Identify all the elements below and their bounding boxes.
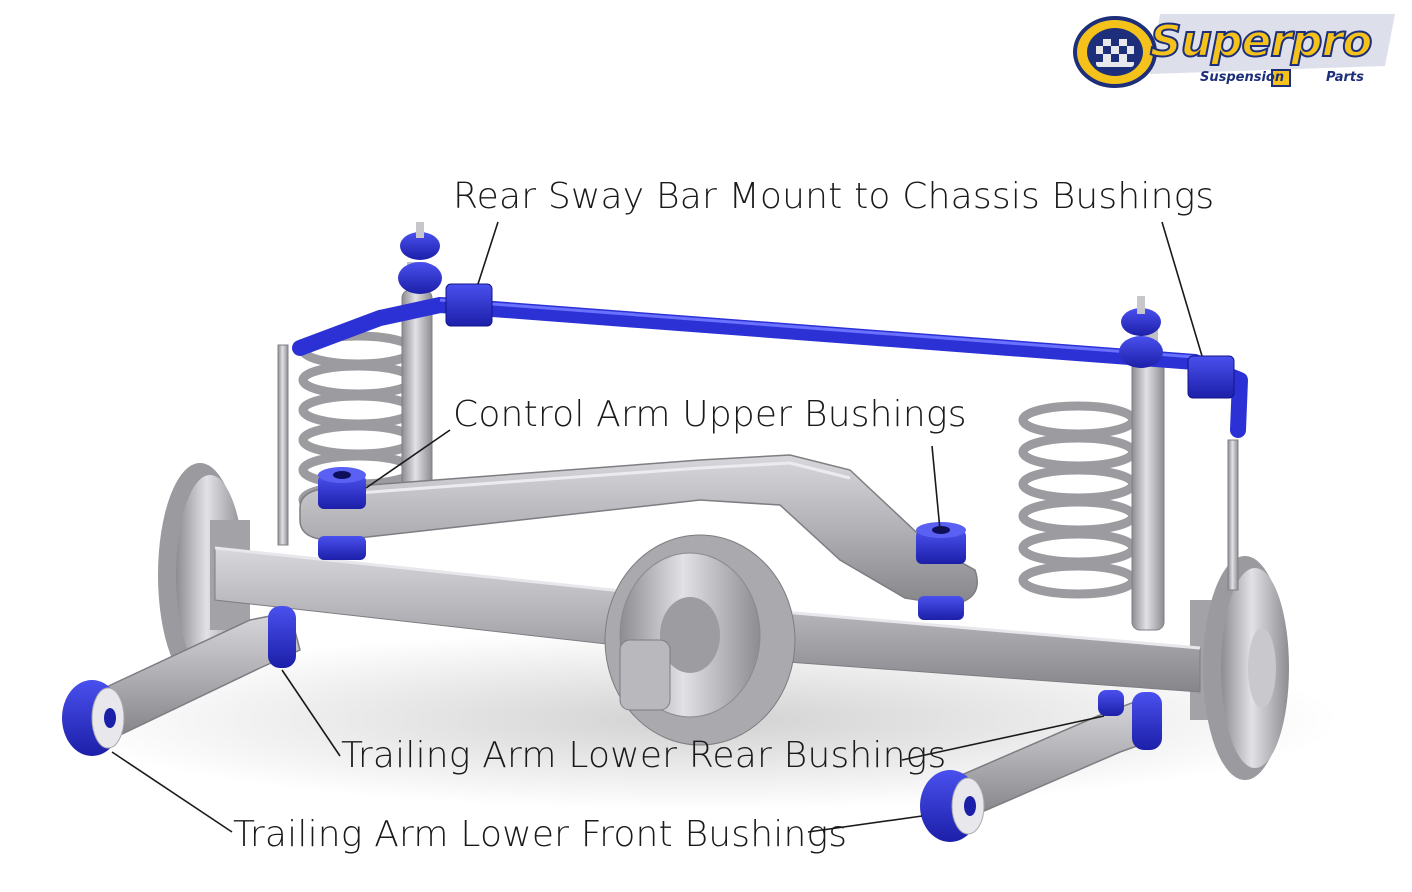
label-trailing-arm-lower-front: Trailing Arm Lower Front Bushings [233, 814, 848, 855]
logo-wordmark: Superpro [1149, 15, 1373, 68]
right-sway-link [1227, 439, 1239, 591]
sway-bar-mount-left [445, 283, 493, 327]
label-sway-bar-mount: Rear Sway Bar Mount to Chassis Bushings [453, 176, 1215, 217]
superpro-logo: Superpro Suspension Parts [1072, 12, 1392, 98]
right-coil-spring [1018, 401, 1138, 599]
left-sway-link [277, 344, 289, 546]
logo-tagline-suspension: Suspension [1200, 70, 1285, 85]
leader-trailing-front-left [111, 751, 233, 833]
leader-lines [111, 221, 1203, 833]
control-arm-bushing-left-bottom [318, 536, 366, 560]
trailing-arm-front-bushing-right [920, 770, 985, 842]
label-trailing-arm-lower-rear: Trailing Arm Lower Rear Bushings [341, 735, 947, 776]
left-shock-top-bushings [398, 222, 442, 294]
leader-trailing-rear-right [901, 715, 1105, 761]
leader-sway-right [1161, 221, 1203, 357]
right-shock-absorber [1131, 330, 1165, 631]
label-control-arm-upper: Control Arm Upper Bushings [453, 394, 967, 435]
leader-trailing-front-right [807, 815, 923, 833]
trailing-arm-front-bushing-left [62, 680, 125, 756]
differential [604, 534, 796, 746]
control-arm-bushing-right-top [916, 522, 966, 564]
leader-control-left [365, 429, 451, 489]
logo-tagline-parts: Parts [1326, 70, 1364, 85]
leader-sway-left [477, 221, 499, 285]
leader-trailing-rear-left [281, 669, 341, 757]
right-shock-top-bushings [1119, 296, 1163, 368]
leader-control-right [931, 445, 941, 531]
upper-control-arm [299, 454, 978, 606]
control-arm-bushing-right-bottom [918, 596, 964, 620]
right-wheel-hub [1190, 556, 1289, 780]
sway-bar [292, 297, 1248, 438]
sway-bar-mount-right [1187, 355, 1235, 399]
superpro-logo-emblem [1073, 14, 1395, 88]
trailing-arm-rear-bushing-right [1098, 690, 1162, 750]
trailing-arm-rear-bushing-left [268, 606, 296, 668]
control-arm-bushing-left-top [318, 467, 366, 509]
